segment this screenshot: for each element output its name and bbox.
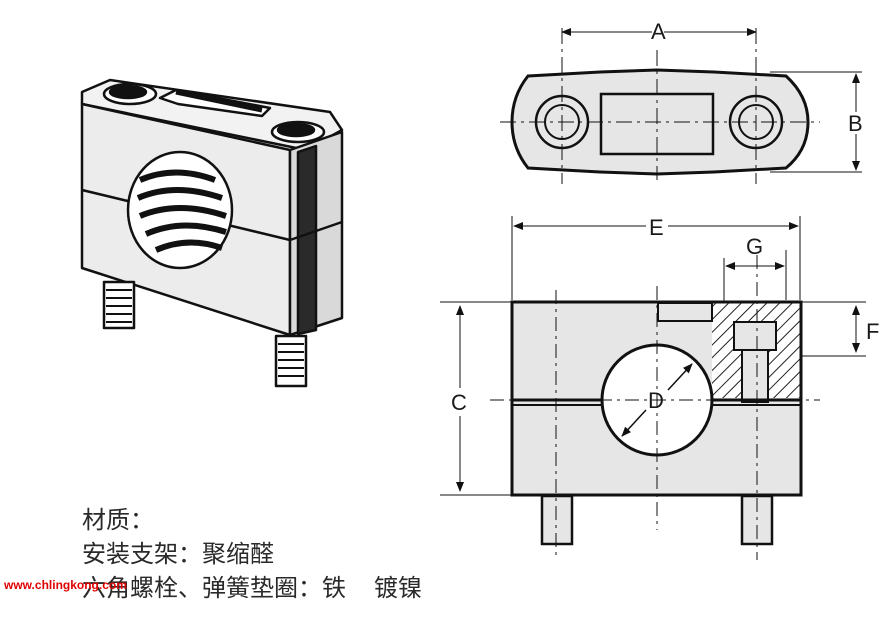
front-view: [440, 216, 866, 560]
isometric-view: [80, 78, 344, 388]
notes-line-3-part-1: 六角螺栓、弹簧垫圈：铁: [82, 574, 346, 602]
watermark-text: www.chlingkong.com: [4, 578, 127, 592]
notes-line-3-part-2: 镀镍: [374, 574, 422, 602]
dim-label-d: D: [648, 388, 664, 413]
dim-label-a: A: [651, 19, 666, 44]
dim-label-b: B: [848, 111, 863, 136]
notes-line-1: 材质：: [82, 506, 154, 534]
notes-line-2: 安装支架：聚缩醛: [82, 540, 274, 568]
material-notes: 材质： 安装支架：聚缩醛 六角螺栓、弹簧垫圈：铁镀镍: [82, 503, 422, 605]
dim-label-f: F: [866, 319, 879, 344]
notes-line-3: 六角螺栓、弹簧垫圈：铁镀镍: [82, 571, 422, 605]
dim-label-g: G: [746, 234, 763, 259]
dim-label-e: E: [649, 215, 664, 240]
dim-label-c: C: [451, 390, 467, 415]
top-view: [500, 28, 862, 184]
